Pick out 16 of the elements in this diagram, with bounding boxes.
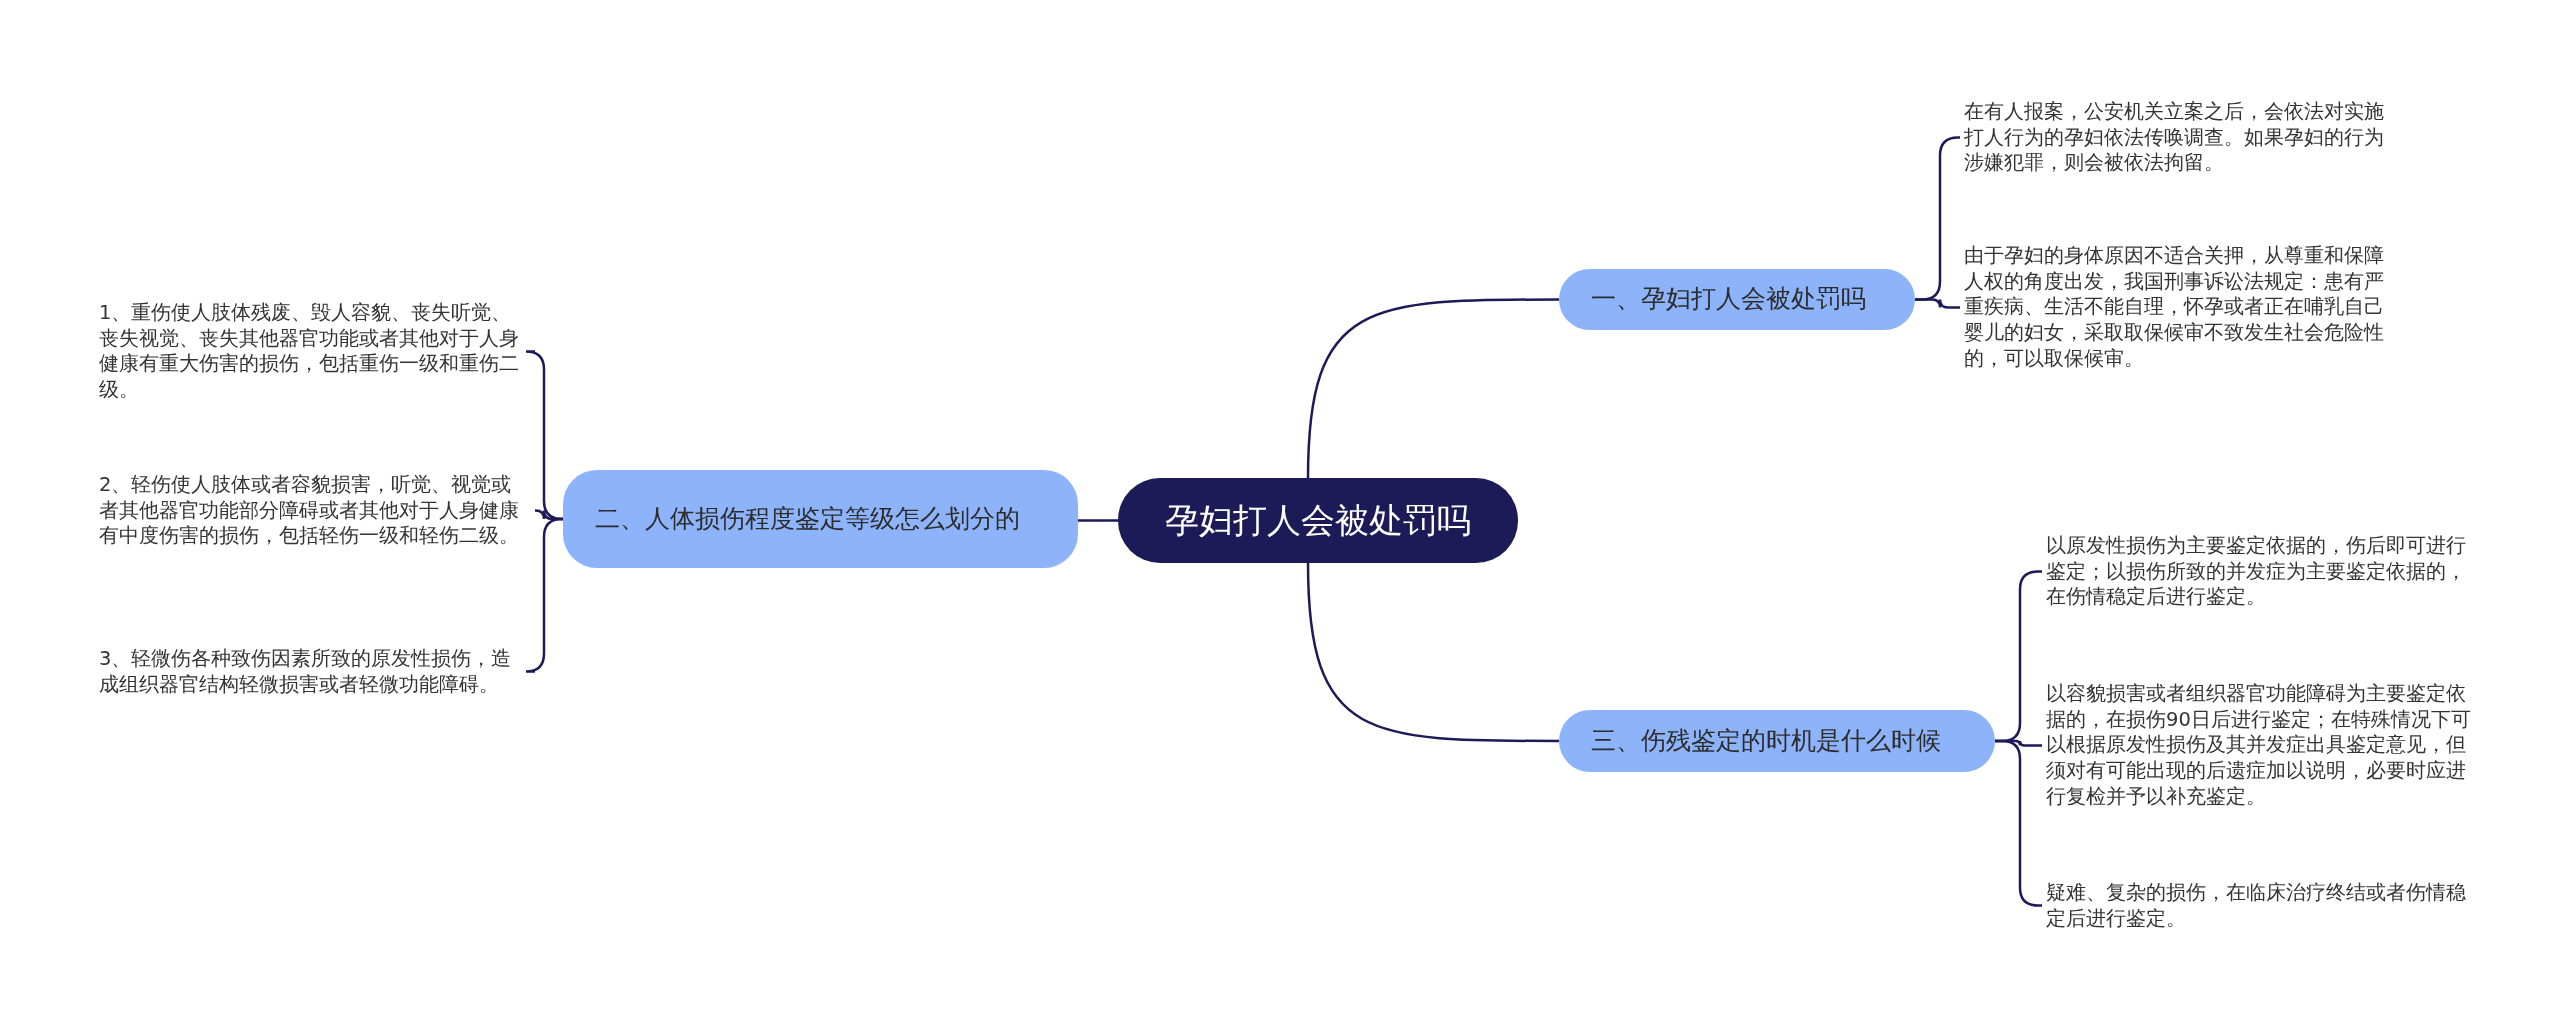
connector-line [1306, 562, 1559, 743]
topic-box: 一、孕妇打人会被处罚吗 [1559, 269, 1915, 330]
root-topic: 孕妇打人会被处罚吗 [1118, 478, 1518, 563]
note-text: 在有人报案，公安机关立案之后，会依法对实施打人行为的孕妇依法传唤调查。如果孕妇的行为涉嫌犯罪，则会被依法拘留。 [1964, 99, 2396, 177]
note-text: 3、轻微伤各种致伤因素所致的原发性损伤，造成组织器官结构轻微损害或者轻微功能障碍。 [99, 646, 531, 698]
connector-line [1306, 298, 1559, 479]
topic-box: 三、伤残鉴定的时机是什么时候 [1559, 710, 1995, 772]
note-text: 以原发性损伤为主要鉴定依据的，伤后即可进行鉴定；以损伤所致的并发症为主要鉴定依据的，在伤情稳定后进行鉴定。 [2046, 533, 2478, 611]
note-text: 2、轻伤使人肢体或者容貌损害，听觉、视觉或者其他器官功能部分障碍或者其他对于人身健康有中度伤害的损伤，包括轻伤一级和轻伤二级。 [99, 472, 531, 550]
topic-box: 二、人体损伤程度鉴定等级怎么划分的 [563, 470, 1078, 568]
note-text: 1、重伤使人肢体残废、毁人容貌、丧失听觉、丧失视觉、丧失其他器官功能或者其他对于人身健康有重大伤害的损伤，包括重伤一级和重伤二级。 [99, 300, 531, 403]
note-text: 以容貌损害或者组织器官功能障碍为主要鉴定依据的，在损伤90日后进行鉴定；在特殊情况下可以根据原发性损伤及其并发症出具鉴定意见，但须对有可能出现的后遗症加以说明，必要时应进行复检并予以补充鉴定。 [2046, 681, 2478, 810]
connector-line [1915, 298, 1960, 309]
note-text: 由于孕妇的身体原因不适合关押，从尊重和保障人权的角度出发，我国刑事诉讼法规定：患有严重疾病、生活不能自理，怀孕或者正在哺乳自己婴儿的妇女，采取取保候审不致发生社会危险性的，可以取保候审。 [1964, 243, 2396, 372]
connector-line [1078, 519, 1118, 522]
note-text: 疑难、复杂的损伤，在临床治疗终结或者伤情稳定后进行鉴定。 [2046, 880, 2478, 932]
